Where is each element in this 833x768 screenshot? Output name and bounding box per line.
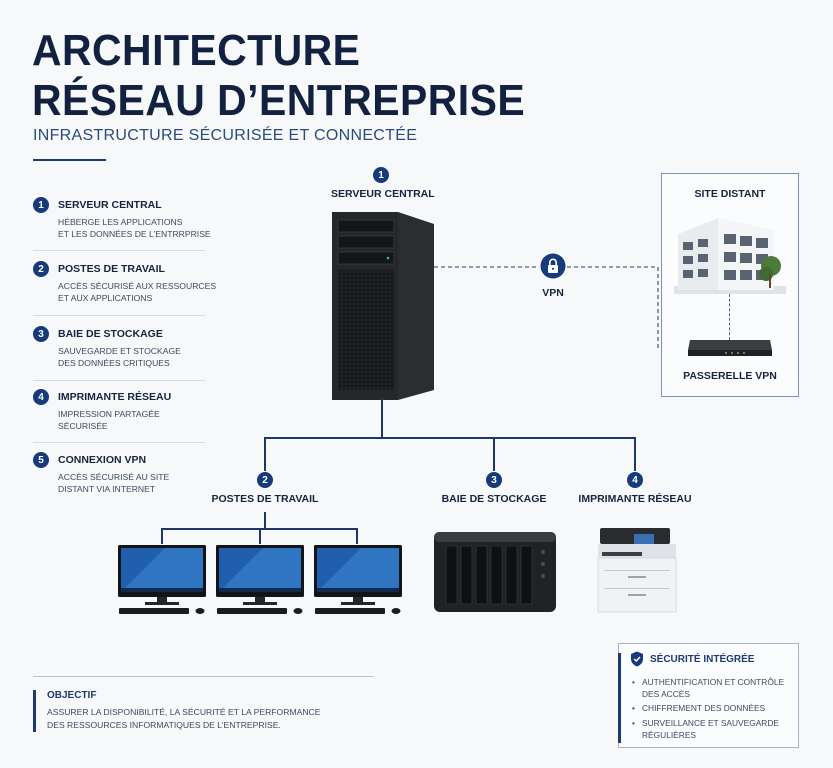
connector-trunk [381,398,383,438]
description-line: HÉBERGE LES APPLICATIONS [58,217,183,227]
network-printer-icon [597,528,677,613]
storage-label: BAIE DE STOCKAGE [441,493,547,505]
step-number-badge: 1 [33,197,49,213]
description-line: ET AUX APPLICATIONS [58,293,153,303]
security-item-line: SURVEILLANCE ET SAUVEGARDE [642,718,779,728]
objective-line: DES RESSOURCES INFORMATIQUES DE L’ENTREP… [47,720,281,730]
shield-icon [631,651,643,667]
connector-bus [264,437,635,439]
printer-number-badge: 4 [627,472,643,488]
title-underline [33,159,106,161]
workstations-number-badge: 2 [257,472,273,488]
legend-item-description: IMPRESSION PARTAGÉE SÉCURISÉE [58,408,160,432]
step-number-badge: 4 [33,389,49,405]
workstation-computer-icon [314,545,402,614]
description-line: SÉCURISÉE [58,421,108,431]
storage-nas-icon [434,532,556,612]
remote-site-label: SITE DISTANT [694,188,766,200]
objective-divider [33,676,374,677]
objective-accent-bar [33,690,36,732]
security-item: SURVEILLANCE ET SAUVEGARDE RÉGULIÈRES [632,717,779,741]
description-line: DES DONNÉES CRITIQUES [58,358,170,368]
legend-item-description: HÉBERGE LES APPLICATIONS ET LES DONNÉES … [58,216,211,240]
vpn-label: VPN [542,287,564,299]
divider [33,315,205,316]
workstation-drop [161,528,163,544]
vpn-connection-line [434,266,660,349]
office-building-icon [674,218,786,294]
legend-item-title: BAIE DE STOCKAGE [58,328,163,340]
legend-item-description: ACCÈS SÉCURISÉ AUX RESSOURCES ET AUX APP… [58,280,216,304]
page-title: ARCHITECTURE RÉSEAU D’ENTREPRISE [32,26,525,126]
title-line-2: RÉSEAU D’ENTREPRISE [32,76,526,125]
security-item-line: DES ACCÈS [642,689,690,699]
security-item: CHIFFREMENT DES DONNÉES [632,702,765,714]
page-subtitle: INFRASTRUCTURE SÉCURISÉE ET CONNECTÉE [33,127,418,144]
workstations-connector-stem [264,512,266,528]
security-item-line: AUTHENTIFICATION ET CONTRÔLE [642,677,785,687]
server-label: SERVEUR CENTRAL [331,188,435,200]
legend-item-description: SAUVEGARDE ET STOCKAGE DES DONNÉES CRITI… [58,345,181,369]
description-line: SAUVEGARDE ET STOCKAGE [58,346,181,356]
objective-title: OBJECTIF [47,690,97,701]
workstation-drop [259,528,261,544]
divider [33,250,205,251]
divider [33,380,205,381]
storage-number-badge: 3 [486,472,502,488]
server-number-badge: 1 [373,167,389,183]
lock-icon [540,253,566,279]
objective-line: ASSURER LA DISPONIBILITÉ, LA SÉCURITÉ ET… [47,707,321,717]
connector-workstations [264,437,266,471]
legend-item-title: IMPRIMANTE RÉSEAU [58,391,172,403]
legend-item-description: ACCÈS SÉCURISÉ AU SITE DISTANT VIA INTER… [58,471,169,495]
security-item-line: CHIFFREMENT DES DONNÉES [642,703,766,713]
workstation-drop [356,528,358,544]
server-tower-icon [332,212,434,400]
legend-item-title: POSTES DE TRAVAIL [58,263,165,275]
connector-printer [634,437,636,471]
objective-description: ASSURER LA DISPONIBILITÉ, LA SÉCURITÉ ET… [47,706,320,732]
gateway-label: PASSERELLE VPN [683,370,777,382]
description-line: ACCÈS SÉCURISÉ AUX RESSOURCES [58,281,217,291]
legend-item-title: SERVEUR CENTRAL [58,199,162,211]
printer-label: IMPRIMANTE RÉSEAU [578,493,692,505]
connector-storage [493,437,495,471]
step-number-badge: 3 [33,326,49,342]
security-item: AUTHENTIFICATION ET CONTRÔLE DES ACCÈS [632,676,784,700]
step-number-badge: 5 [33,452,49,468]
divider [33,442,205,443]
description-line: IMPRESSION PARTAGÉE [58,409,160,419]
step-number-badge: 2 [33,261,49,277]
security-item-line: RÉGULIÈRES [642,730,696,740]
description-line: ACCÈS SÉCURISÉ AU SITE [58,472,170,482]
workstation-computer-icon [216,545,304,614]
legend-item-title: CONNEXION VPN [58,454,147,466]
description-line: ET LES DONNÉES DE L’ENTRRPRISE [58,229,211,239]
workstations-label: POSTES DE TRAVAIL [211,493,319,505]
security-accent-bar [618,653,621,743]
vpn-gateway-device-icon [688,340,772,356]
workstation-computer-icon [118,545,206,614]
title-line-1: ARCHITECTURE [32,26,361,75]
description-line: DISTANT VIA INTERNET [58,484,156,494]
gateway-connector [729,294,730,340]
security-title: SÉCURITÉ INTÉGRÉE [650,654,755,665]
